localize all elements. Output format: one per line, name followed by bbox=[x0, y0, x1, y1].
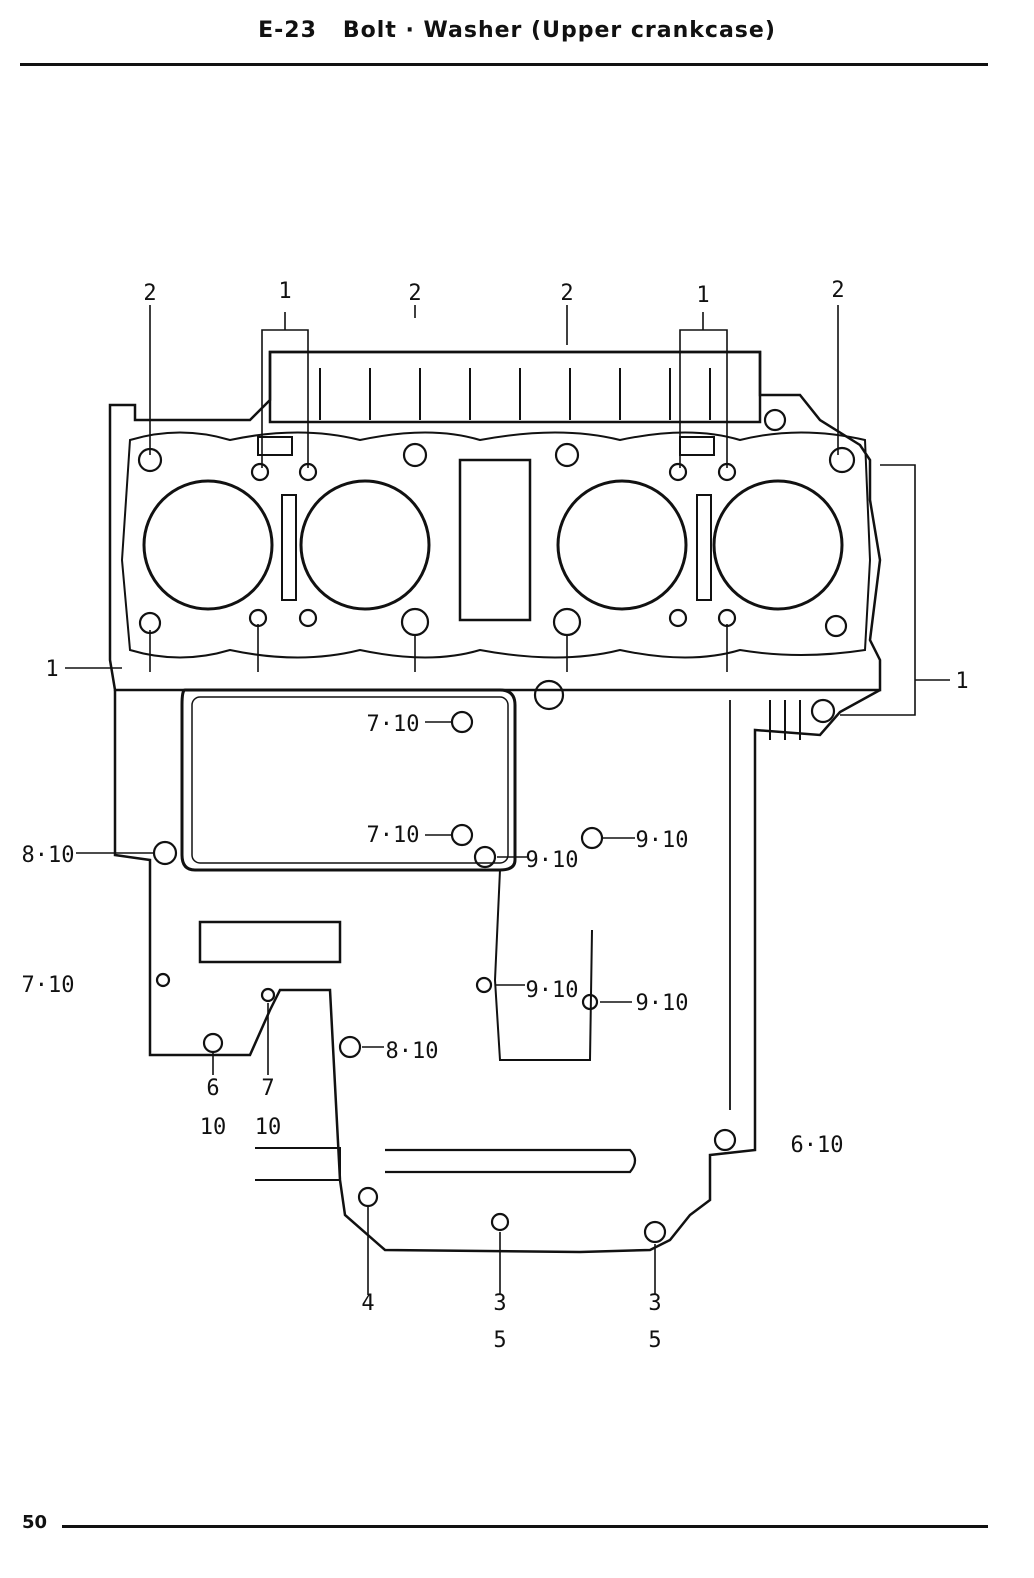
callout-7-10: 7·10 bbox=[22, 973, 75, 998]
callout-3: 3 bbox=[493, 1291, 506, 1316]
callout-9-10: 9·10 bbox=[636, 991, 689, 1016]
cylinder-bore-2 bbox=[299, 479, 431, 611]
cylinder-bore-3 bbox=[556, 479, 688, 611]
callout-7: 7 bbox=[261, 1076, 274, 1101]
breather-slot bbox=[198, 920, 342, 964]
cylinder-block-outline bbox=[108, 350, 882, 692]
callout-7-10: 7·10 bbox=[367, 823, 420, 848]
callout-10: 10 bbox=[255, 1115, 282, 1140]
cylinder-bore-4 bbox=[712, 479, 844, 611]
callout-8-10: 8·10 bbox=[22, 843, 75, 868]
callout-1: 1 bbox=[696, 283, 709, 308]
callout-9-10: 9·10 bbox=[636, 828, 689, 853]
callout-9-10: 9·10 bbox=[526, 978, 579, 1003]
callout-2: 2 bbox=[560, 281, 573, 306]
callout-3: 3 bbox=[648, 1291, 661, 1316]
head-gasket-surface bbox=[120, 431, 872, 659]
crankcase-lower-outline bbox=[113, 688, 881, 1254]
callout-6-10: 6·10 bbox=[791, 1133, 844, 1158]
figure-title: Bolt · Washer (Upper crankcase) bbox=[342, 18, 776, 43]
oil-pan-gasket-frame bbox=[180, 688, 517, 872]
page-title: E-23 Bolt · Washer (Upper crankcase) bbox=[0, 18, 1034, 43]
callout-2: 2 bbox=[831, 278, 844, 303]
callout-4: 4 bbox=[361, 1291, 374, 1316]
callout-8-10: 8·10 bbox=[386, 1039, 439, 1064]
callout-7-10: 7·10 bbox=[367, 712, 420, 737]
callout-2: 2 bbox=[143, 281, 156, 306]
figure-code: E-23 bbox=[258, 18, 317, 43]
callout-2: 2 bbox=[408, 281, 421, 306]
cylinder-bore-1 bbox=[142, 479, 274, 611]
callout-6: 6 bbox=[206, 1076, 219, 1101]
callout-1: 1 bbox=[45, 657, 58, 682]
cam-chain-tunnel bbox=[458, 458, 532, 622]
cooling-fin-block bbox=[268, 350, 762, 424]
callout-5: 5 bbox=[648, 1328, 661, 1353]
header-rule bbox=[20, 63, 988, 66]
callout-10: 10 bbox=[200, 1115, 227, 1140]
footer-rule bbox=[62, 1525, 988, 1528]
page-number: 50 bbox=[22, 1512, 48, 1533]
callout-1: 1 bbox=[278, 279, 291, 304]
callout-5: 5 bbox=[493, 1328, 506, 1353]
callout-9-10: 9·10 bbox=[526, 848, 579, 873]
callout-1: 1 bbox=[955, 669, 968, 694]
